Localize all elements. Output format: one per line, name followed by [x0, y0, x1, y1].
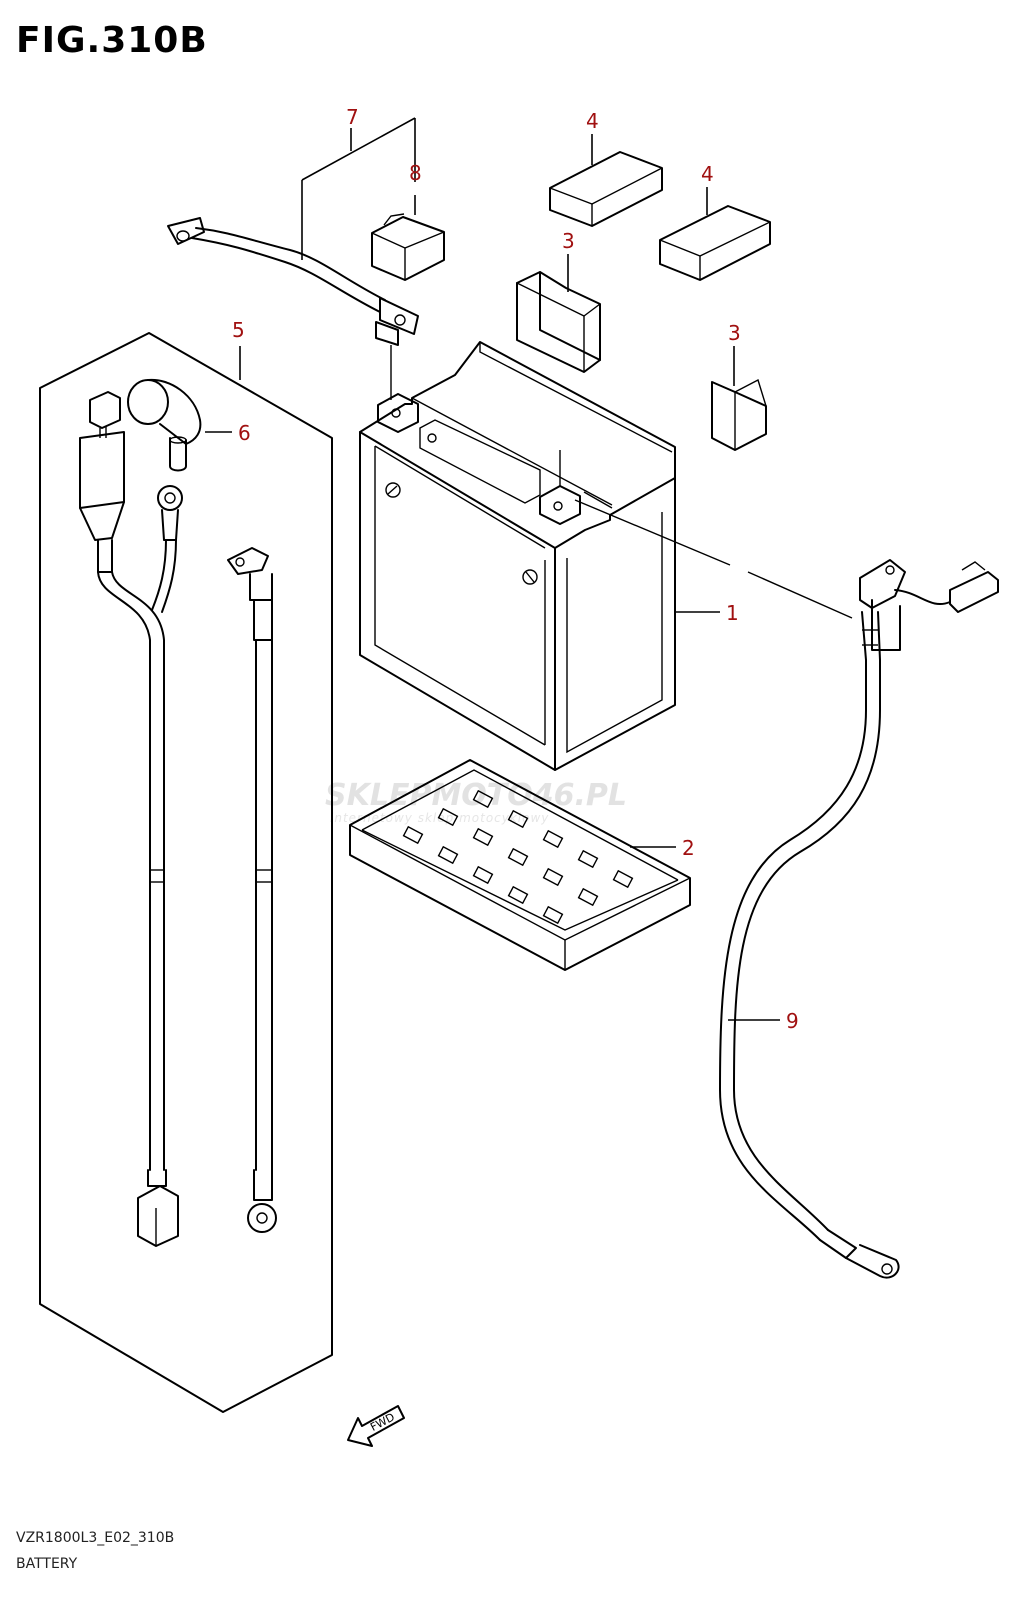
cable-part-9: [574, 499, 999, 1279]
callout-9: 9: [786, 1009, 799, 1033]
cap-part-6: [127, 378, 202, 472]
terminal-cable-in-kit: [227, 547, 277, 1233]
callout-3b: 3: [728, 321, 741, 345]
figure-title: FIG.310B: [16, 20, 208, 61]
callout-1: 1: [726, 601, 739, 625]
harness-in-kit: [79, 391, 183, 1247]
watermark-brand-b: MOTO46: [431, 778, 574, 813]
callout-2: 2: [682, 836, 695, 860]
watermark-brand-a: SKLEP: [325, 778, 431, 813]
callout-4a: 4: [586, 109, 599, 133]
tray-part-2: [349, 759, 691, 971]
section-name: BATTERY: [16, 1556, 78, 1572]
callout-5: 5: [232, 318, 245, 342]
fwd-arrow-icon: FWD: [347, 1405, 405, 1447]
model-code: VZR1800L3_E02_310B: [16, 1530, 175, 1546]
bracket-part-3-lower: [711, 378, 767, 451]
callout-numbers: 7 8 4 4 3 3 5 6 1 2 9: [232, 105, 799, 1033]
cable-part-7: [167, 217, 419, 400]
battery-part-1: [359, 341, 676, 771]
bracket-part-3-upper: [516, 271, 601, 373]
terminal-cover-part-8: [371, 213, 445, 281]
callout-8: 8: [409, 161, 422, 185]
watermark: SKLEPMOTO46.PL internetowy sklep motocyk…: [325, 778, 627, 825]
pad-part-4-left: [549, 151, 663, 227]
callout-3a: 3: [562, 229, 575, 253]
callout-4b: 4: [701, 162, 714, 186]
watermark-brand-c: .PL: [575, 778, 628, 813]
callout-7: 7: [346, 105, 359, 129]
callout-6: 6: [238, 421, 251, 445]
callout-leaders: [205, 134, 780, 1021]
svg-text:SKLEPMOTO46.PL: SKLEPMOTO46.PL: [325, 778, 627, 813]
pad-part-4-right: [659, 205, 771, 281]
kit-panel-part-5: [39, 332, 333, 1413]
bracket-7-8: [301, 117, 416, 260]
